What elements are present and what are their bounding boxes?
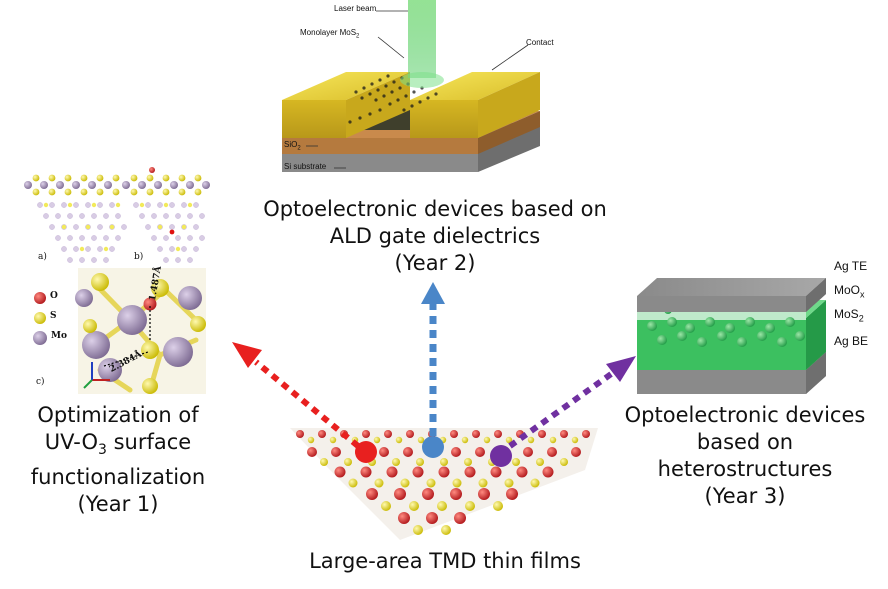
- caption-year1: Optimization of UV-O3 surface functional…: [8, 402, 228, 518]
- arrow-to-year2: [421, 282, 445, 436]
- caption-year1-line4: (Year 1): [77, 492, 159, 517]
- caption-year3-line1: Optoelectronic devices: [624, 403, 866, 427]
- caption-year3-line3: heterostructures: [657, 457, 833, 481]
- mos2-label: MoS2: [834, 307, 864, 324]
- panel-b-label: b): [134, 252, 144, 262]
- si-substrate-label: Si substrate: [284, 162, 327, 171]
- caption-year2: Optoelectronic devices based on ALD gate…: [240, 196, 630, 277]
- legend-o-ball: [34, 292, 46, 304]
- arrow-to-year3: [508, 356, 636, 449]
- legend-s-ball: [34, 312, 46, 324]
- legend-mo-label: Mo: [51, 331, 67, 341]
- marker-year1: [355, 441, 377, 463]
- legend-s-label: S: [50, 311, 57, 321]
- ag-be-label: Ag BE: [834, 334, 869, 348]
- caption-year2-line1: Optoelectronic devices based on: [263, 197, 607, 221]
- legend-mo-ball: [33, 331, 47, 345]
- caption-tmd-films: Large-area TMD thin films: [309, 549, 581, 573]
- arrow-to-year1: [232, 342, 360, 449]
- contact-label: Contact: [526, 38, 554, 47]
- marker-year2: [422, 436, 444, 458]
- caption-year1-line2: UV-O3 surface: [44, 430, 192, 459]
- caption-year3: Optoelectronic devices based on heterost…: [612, 402, 878, 510]
- panel-c-closeup: [75, 268, 206, 394]
- fet-device-illustration: [282, 0, 540, 172]
- surface-structure-illustration: [24, 167, 210, 394]
- caption-year3-line4: (Year 3): [704, 484, 786, 508]
- monolayer-mos2-label: Monolayer MoS2: [300, 28, 360, 40]
- laser-beam-label: Laser beam: [334, 4, 377, 13]
- left-contact: [282, 72, 410, 100]
- heterostructure-illustration: [637, 278, 826, 394]
- panel-b-lattice: [122, 167, 210, 263]
- mos2-layer: [637, 318, 806, 370]
- panel-c-label: c): [36, 377, 45, 387]
- moox-label: MoOx: [834, 283, 865, 300]
- caption-year2-line3: (Year 2): [394, 251, 476, 275]
- sio2-layer: [282, 138, 478, 154]
- panel-a-label: a): [38, 252, 47, 262]
- right-contact: [410, 72, 540, 100]
- marker-year3: [490, 445, 512, 467]
- ag-be-layer: [637, 370, 806, 394]
- mos2-monolayer: [348, 74, 438, 124]
- ag-te-layer: [637, 296, 806, 312]
- panel-a-lattice: [24, 174, 127, 263]
- sio2-label: SiO2: [284, 140, 301, 152]
- caption-year1-line1: Optimization of: [37, 403, 199, 427]
- caption-year2-line2: ALD gate dielectrics: [329, 224, 541, 248]
- moox-layer: [637, 312, 806, 320]
- caption-year1-line3: functionalization: [30, 465, 206, 490]
- laser-beam: [408, 0, 436, 78]
- ag-te-label: Ag TE: [834, 259, 868, 273]
- si-substrate-layer: [282, 150, 478, 172]
- tmd-film-illustration: [290, 428, 598, 540]
- legend-o-label: O: [50, 291, 58, 301]
- caption-year3-line2: based on: [696, 430, 794, 454]
